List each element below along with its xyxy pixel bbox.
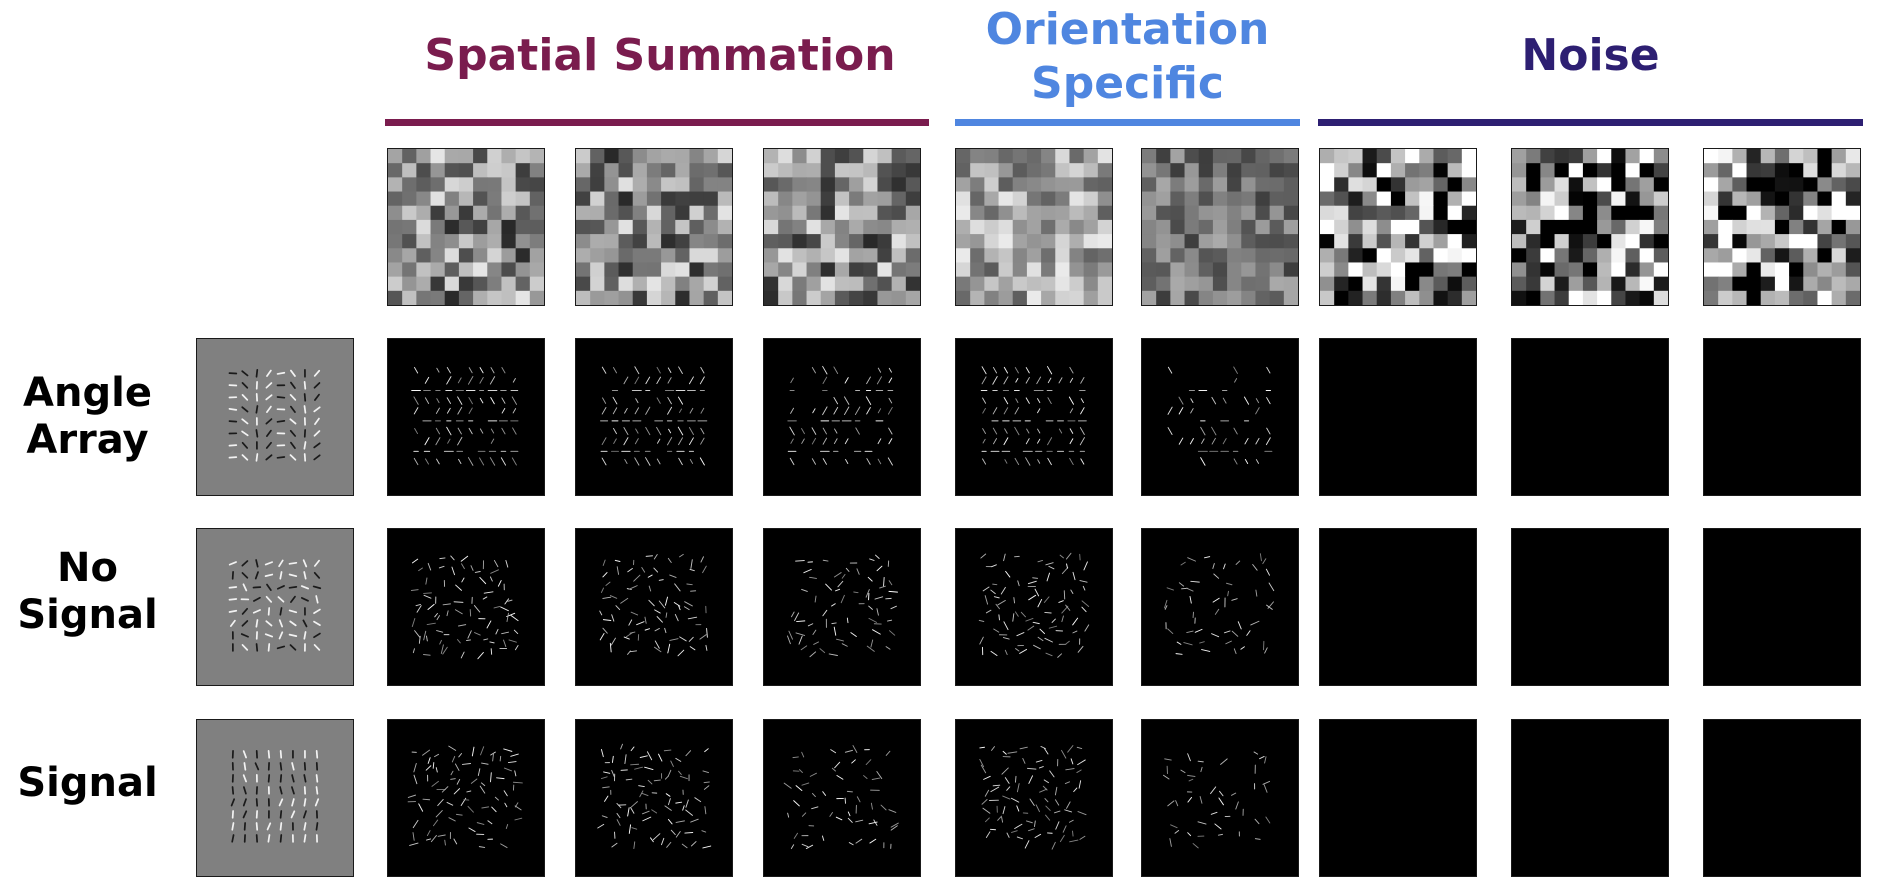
response-map-tile xyxy=(955,528,1113,686)
row-label-signal: Signal xyxy=(0,760,175,807)
response-map-tile xyxy=(387,338,545,496)
response-map-tile xyxy=(1703,528,1861,686)
row-label-line: Angle xyxy=(23,370,152,416)
group-bar-orientation-specific xyxy=(955,119,1300,126)
response-map-tile xyxy=(763,528,921,686)
filter-weight-tile xyxy=(575,148,733,306)
group-bar-spatial-summation xyxy=(385,119,929,126)
response-map-tile xyxy=(763,338,921,496)
response-map-tile xyxy=(1511,719,1669,877)
response-map-tile xyxy=(1511,338,1669,496)
response-map-tile xyxy=(575,338,733,496)
response-map-tile xyxy=(763,719,921,877)
row-label-line: Array xyxy=(26,417,149,463)
group-title-noise: Noise xyxy=(1521,30,1660,81)
filter-weight-tile xyxy=(1703,148,1861,306)
response-map-tile xyxy=(1319,528,1477,686)
group-title-orientation-specific: Orientation Specific xyxy=(955,3,1300,111)
response-map-tile xyxy=(575,719,733,877)
response-map-tile xyxy=(575,528,733,686)
response-map-tile xyxy=(1703,338,1861,496)
filter-weight-tile xyxy=(1319,148,1477,306)
response-map-tile xyxy=(1703,719,1861,877)
stimulus-tile xyxy=(196,719,354,877)
response-map-tile xyxy=(1511,528,1669,686)
stimulus-tile xyxy=(196,338,354,496)
response-map-tile xyxy=(955,338,1113,496)
row-label-no-signal: No Signal xyxy=(0,545,175,639)
row-label-line: Signal xyxy=(17,592,158,638)
filter-weight-tile xyxy=(955,148,1113,306)
response-map-tile xyxy=(387,528,545,686)
response-map-tile xyxy=(1141,528,1299,686)
stimulus-tile xyxy=(196,528,354,686)
row-label-angle-array: Angle Array xyxy=(0,370,175,464)
group-title-spatial-summation: Spatial Summation xyxy=(424,30,896,81)
filter-weight-tile xyxy=(763,148,921,306)
filter-weight-tile xyxy=(1141,148,1299,306)
response-map-tile xyxy=(1141,338,1299,496)
response-map-tile xyxy=(955,719,1113,877)
group-bar-noise xyxy=(1318,119,1863,126)
group-title-line: Orientation xyxy=(985,4,1270,55)
response-map-tile xyxy=(1141,719,1299,877)
filter-weight-tile xyxy=(387,148,545,306)
response-map-tile xyxy=(1319,338,1477,496)
response-map-tile xyxy=(1319,719,1477,877)
row-label-line: No xyxy=(57,545,118,591)
group-title-line: Specific xyxy=(1031,58,1224,109)
filter-weight-tile xyxy=(1511,148,1669,306)
response-map-tile xyxy=(387,719,545,877)
row-label-line: Signal xyxy=(17,760,158,806)
